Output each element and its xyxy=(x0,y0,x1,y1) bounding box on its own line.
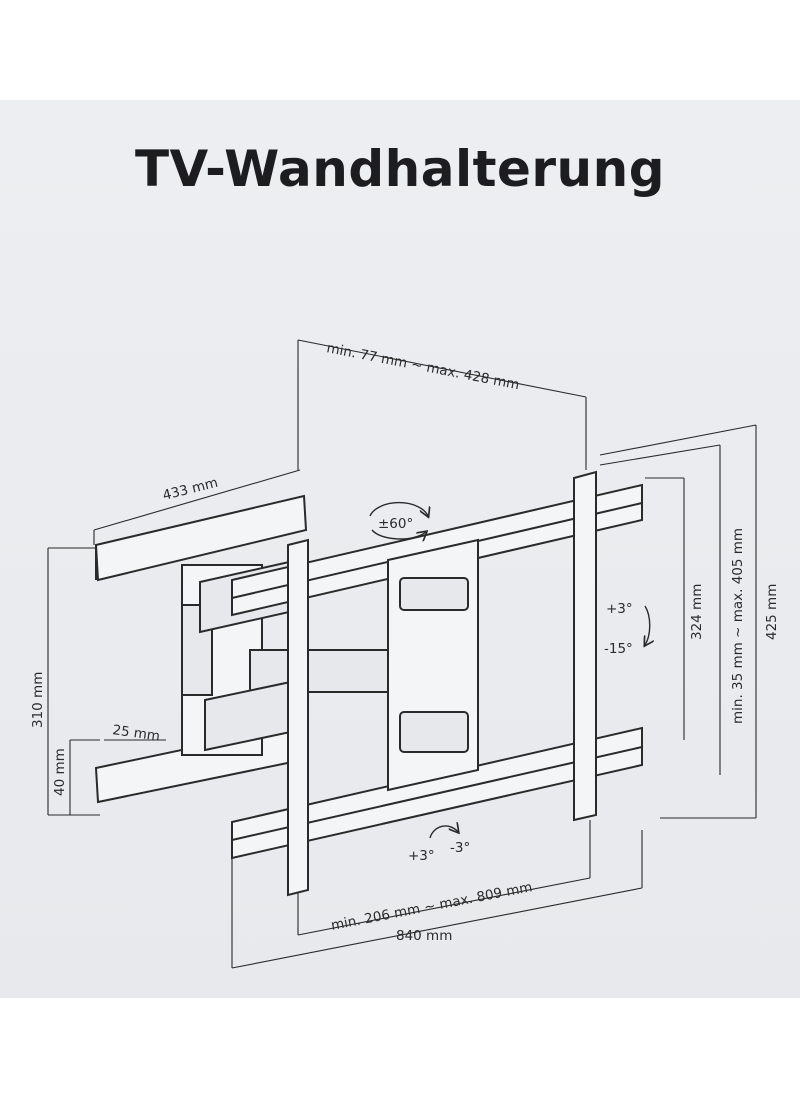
rail-vertical-label: 324 mm xyxy=(689,584,705,640)
tilt-pos-label: +3° xyxy=(606,601,633,617)
rotation-arrows xyxy=(369,501,650,839)
depth-range-label: min. 77 mm ~ max. 428 mm xyxy=(325,340,521,393)
mount-illustration xyxy=(94,470,643,897)
arm-offset-label: 25 mm xyxy=(111,722,161,744)
level-pos-label: +3° xyxy=(408,848,435,864)
dimension-lines xyxy=(47,339,757,969)
level-neg-label: -3° xyxy=(450,840,470,856)
page-title: TV-Wandhalterung xyxy=(134,140,666,198)
total-width-label: 840 mm xyxy=(396,928,452,944)
arm-width-label: 433 mm xyxy=(161,475,220,504)
vesa-horizontal-range-label: min. 206 mm ~ max. 809 mm xyxy=(330,879,534,934)
wall-plate-height-label: 310 mm xyxy=(30,672,46,728)
swivel-label: ±60° xyxy=(378,516,413,532)
tilt-neg-label: -15° xyxy=(604,641,633,657)
arm-height-label: 40 mm xyxy=(52,748,68,796)
vesa-vertical-range-label: min. 35 mm ~ max. 405 mm xyxy=(730,528,746,724)
total-height-label: 425 mm xyxy=(764,584,780,640)
